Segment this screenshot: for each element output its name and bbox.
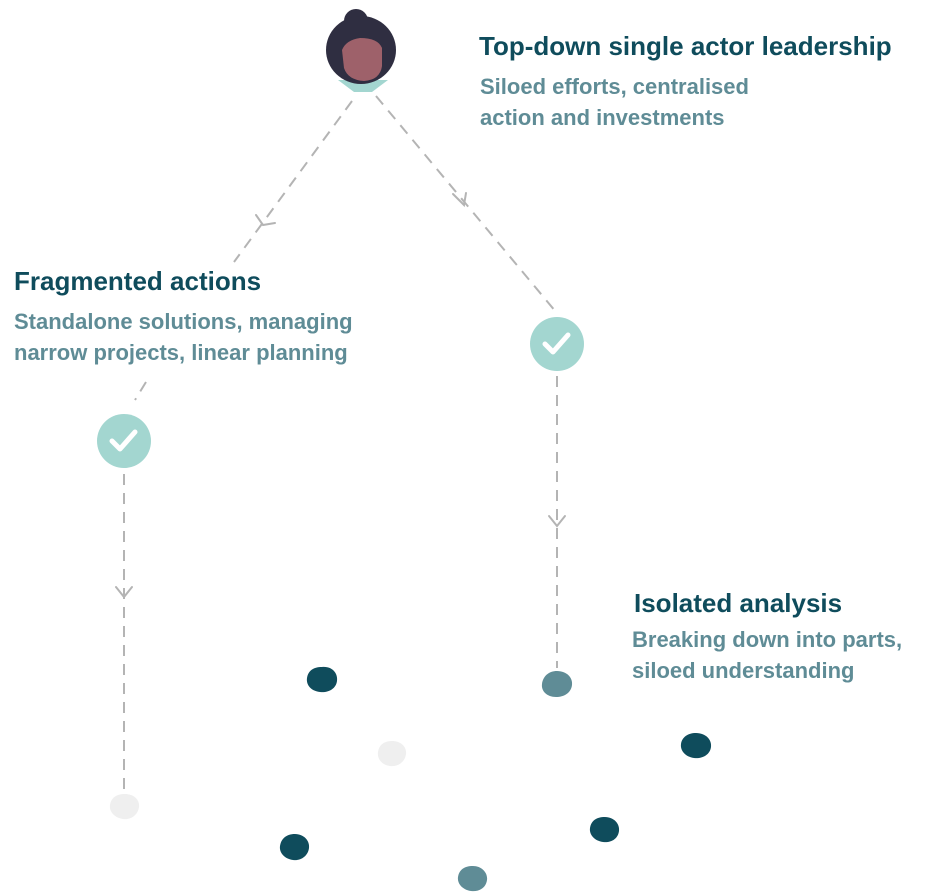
isolated-node-line-1: Breaking down into parts, — [632, 627, 903, 652]
blob-icon — [306, 666, 338, 693]
down-arrow-icon — [548, 515, 566, 528]
connector-top-to-right-check — [375, 95, 557, 313]
top-node-title: Top-down single actor leadership — [479, 31, 892, 61]
blob-icon — [680, 733, 712, 759]
connector-top-to-fragmented — [233, 100, 353, 263]
blob-icon — [589, 817, 620, 843]
fragmented-node-line-1: Standalone solutions, managing — [14, 309, 353, 334]
fragmented-node-line-2: narrow projects, linear planning — [14, 340, 348, 365]
fragmented-node-description: Standalone solutions, managing narrow pr… — [14, 306, 353, 368]
top-node-line-1: Siloed efforts, centralised — [480, 74, 749, 99]
blob-icon — [377, 741, 407, 767]
check-circle-icon — [97, 414, 151, 468]
blob-icon — [457, 866, 488, 892]
fragmented-node-title: Fragmented actions — [14, 266, 262, 296]
top-node-line-2: action and investments — [480, 105, 725, 130]
blob-icon — [541, 671, 573, 697]
blob-icon — [279, 834, 310, 861]
connector-fragmented-to-check — [134, 381, 147, 401]
isolated-node-line-2: siloed understanding — [632, 658, 855, 683]
top-node-description: Siloed efforts, centralised action and i… — [480, 71, 749, 133]
down-arrow-icon — [452, 192, 467, 208]
isolated-node-description: Breaking down into parts, siloed underst… — [632, 624, 902, 686]
blob-icon — [109, 794, 140, 820]
down-arrow-icon — [255, 214, 276, 227]
down-arrow-icon — [115, 586, 133, 599]
person-avatar-icon — [326, 9, 396, 92]
isolated-node-title: Isolated analysis — [634, 588, 843, 618]
check-circle-icon — [530, 317, 584, 371]
